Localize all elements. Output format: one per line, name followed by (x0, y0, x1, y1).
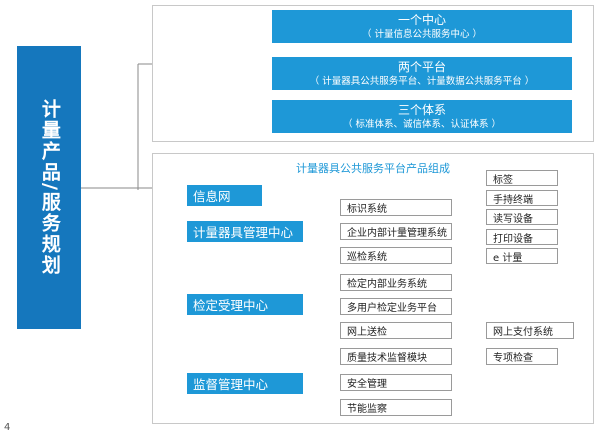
category-verification-center: 检定受理中心 (187, 294, 303, 315)
top-box-platforms-title: 两个平台 (397, 59, 446, 74)
item-print-device: 打印设备 (486, 229, 558, 245)
item-label-system: 标识系统 (340, 199, 452, 216)
top-box-platforms-sub: （ 计量器具公共服务平台、计量数据公共服务平台 ） (309, 75, 535, 87)
item-special-inspection: 专项检查 (486, 348, 558, 365)
item-tag: 标签 (486, 170, 558, 186)
platform-panel-title: 计量器具公共服务平台产品组成 (296, 162, 450, 175)
top-box-center: 一个中心 （ 计量信息公共服务中心 ） (272, 10, 572, 43)
item-read-write-device: 读写设备 (486, 209, 558, 225)
category-info-net: 信息网 (187, 185, 262, 206)
item-multi-user-platform: 多用户检定业务平台 (340, 298, 452, 315)
top-box-systems-title: 三个体系 (397, 102, 446, 117)
item-energy-inspection: 节能监察 (340, 399, 452, 416)
item-e-measure: e 计量 (486, 248, 558, 264)
item-patrol-system: 巡检系统 (340, 247, 452, 264)
left-title: 计量产品/服务规划 (38, 99, 61, 276)
category-instrument-center: 计量器具管理中心 (187, 221, 303, 242)
item-enterprise-system: 企业内部计量管理系统 (340, 223, 452, 240)
page-number: 4 (4, 422, 11, 433)
top-box-platforms: 两个平台 （ 计量器具公共服务平台、计量数据公共服务平台 ） (272, 57, 572, 90)
item-online-submission: 网上送检 (340, 322, 452, 339)
item-quality-supervision: 质量技术监督模块 (340, 348, 452, 365)
top-box-systems-sub: （ 标准体系、诚信体系、认证体系 ） (342, 118, 502, 130)
top-box-center-sub: （ 计量信息公共服务中心 ） (361, 28, 483, 40)
item-handheld-terminal: 手持终端 (486, 190, 558, 206)
top-box-systems: 三个体系 （ 标准体系、诚信体系、认证体系 ） (272, 100, 572, 133)
item-internal-verification: 检定内部业务系统 (340, 274, 452, 291)
top-box-center-title: 一个中心 (397, 12, 446, 27)
left-title-bar: 计量产品/服务规划 (17, 46, 81, 329)
item-safety-management: 安全管理 (340, 374, 452, 391)
item-online-payment: 网上支付系统 (486, 322, 574, 339)
category-supervision-center: 监督管理中心 (187, 373, 303, 394)
